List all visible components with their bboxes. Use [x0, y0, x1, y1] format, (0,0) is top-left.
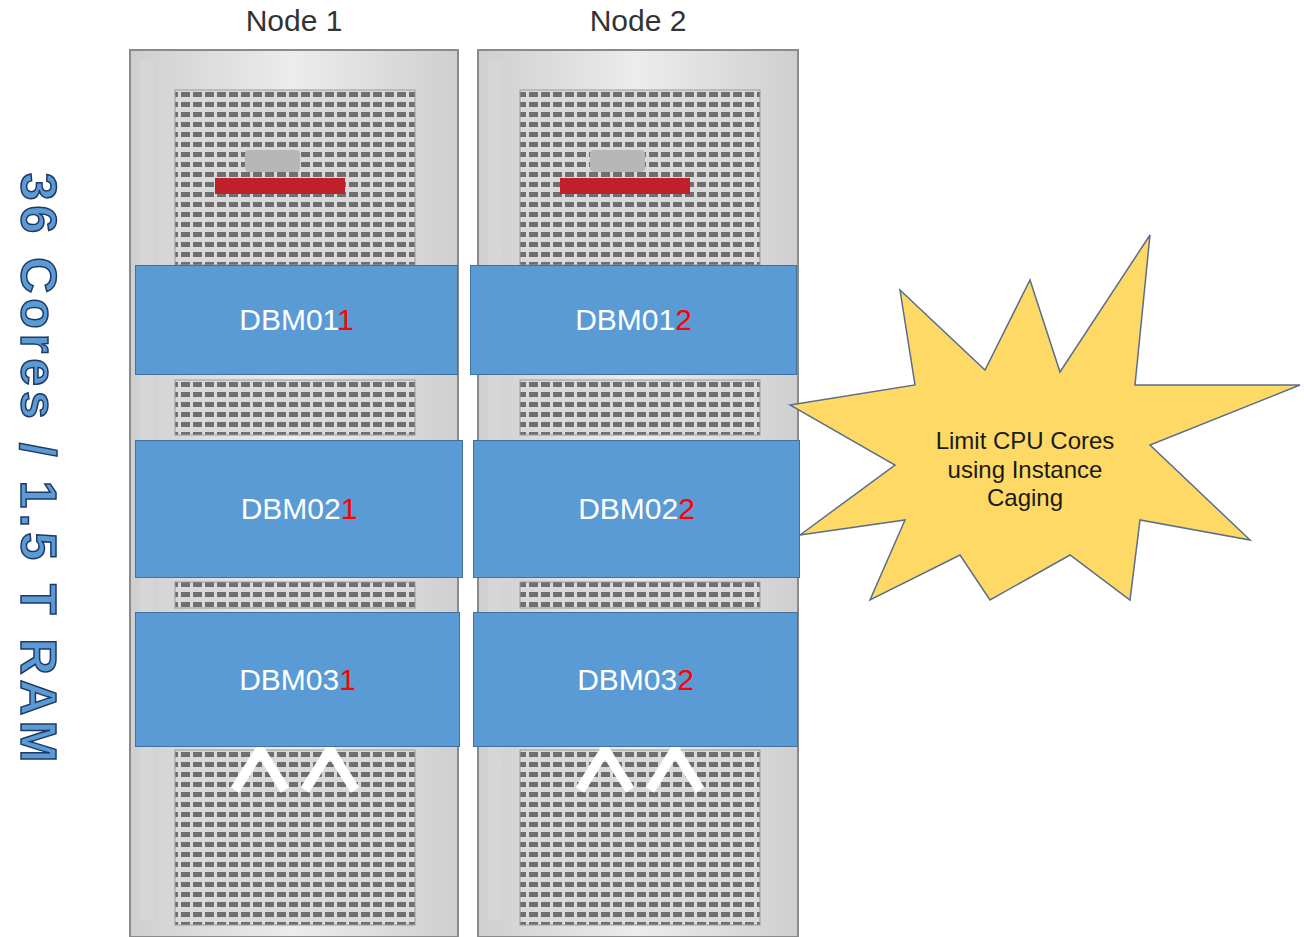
- instance-box: DBM011: [135, 265, 458, 375]
- instance-name: DBM032: [577, 663, 694, 697]
- instance-box: DBM032: [473, 612, 798, 747]
- instance-box: DBM012: [470, 265, 797, 375]
- instance-name: DBM021: [241, 492, 358, 526]
- instance-box: DBM021: [135, 440, 463, 578]
- starburst-outline: [790, 235, 1300, 600]
- instance-name: DBM022: [578, 492, 695, 526]
- instance-number: 2: [678, 492, 695, 525]
- instance-box: DBM031: [135, 612, 460, 747]
- instance-name: DBM031: [239, 663, 356, 697]
- node-heading: Node 2: [478, 4, 798, 44]
- starburst-shape: [785, 230, 1304, 610]
- instance-box: DBM022: [473, 440, 800, 578]
- instance-number: 1: [337, 303, 354, 336]
- capacity-label: 36 Cores / 1.5 T RAM: [9, 173, 67, 768]
- node-heading: Node 1: [130, 4, 458, 44]
- instance-number: 1: [339, 663, 356, 696]
- server-rack: Node 1DBM011DBM021DBM031: [130, 50, 458, 937]
- instance-number: 2: [675, 303, 692, 336]
- callout-text-area: Limit CPU Cores using Instance Caging: [925, 405, 1125, 535]
- callout-text: Limit CPU Cores using Instance Caging: [925, 427, 1125, 513]
- instance-number: 2: [677, 663, 694, 696]
- instance-number: 1: [341, 492, 358, 525]
- instance-name: DBM011: [239, 303, 354, 337]
- instance-name: DBM012: [575, 303, 692, 337]
- callout-burst: Limit CPU Cores using Instance Caging: [785, 230, 1304, 610]
- server-rack: Node 2DBM012DBM022DBM032: [478, 50, 798, 937]
